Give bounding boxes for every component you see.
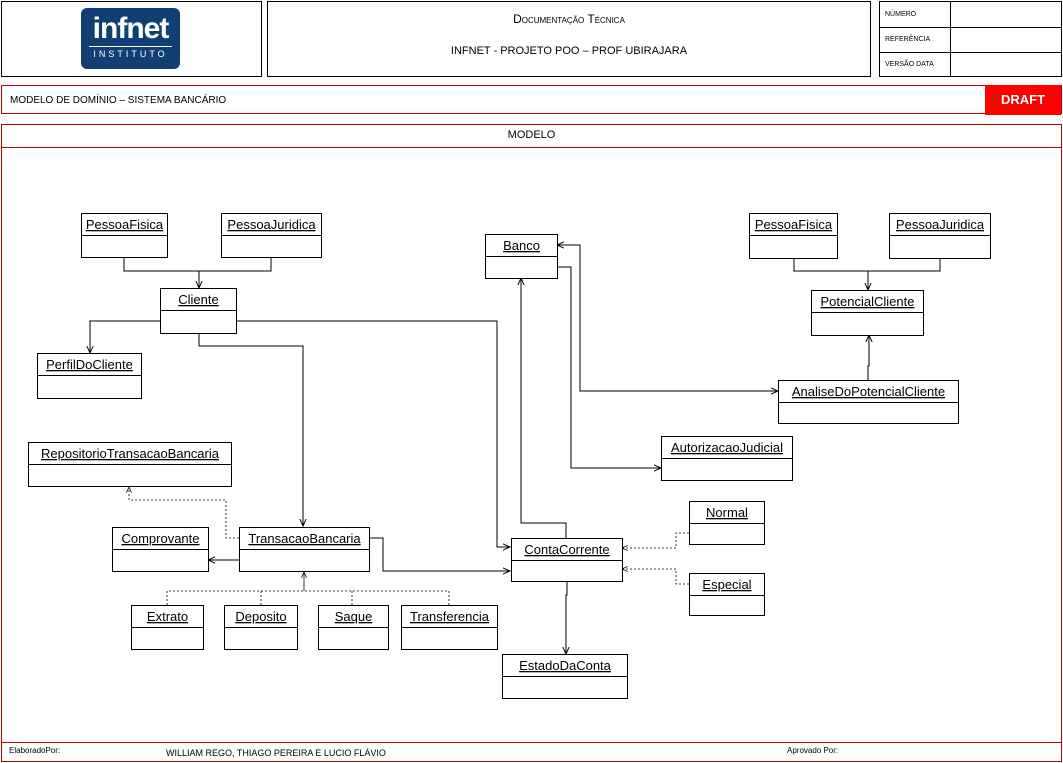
meta-value-field bbox=[950, 2, 1062, 27]
footer-divider bbox=[1, 742, 1062, 743]
banco-analise-line bbox=[557, 245, 778, 391]
class-name-label: Transferencia bbox=[410, 609, 490, 624]
doc-title: Documentação Técnica bbox=[513, 12, 625, 26]
class-name-label: RepositorioTransacaoBancaria bbox=[41, 446, 220, 461]
pj1-to-cliente-line bbox=[199, 257, 272, 272]
class-autorizacao: AutorizacaoJudicial bbox=[661, 436, 793, 481]
class-pf2: PessoaFisica bbox=[749, 213, 838, 259]
approved-by-label: Aprovado Por: bbox=[787, 746, 839, 755]
cliente-to-transacao-line bbox=[198, 333, 303, 526]
class-deposito: Deposito bbox=[224, 605, 298, 650]
meta-panel bbox=[879, 1, 1062, 77]
pj2-to-potencial-line bbox=[868, 258, 941, 272]
class-name-label: Extrato bbox=[147, 609, 188, 624]
subtitle-text: MODELO DE DOMÍNIO – SISTEMA BANCÁRIO bbox=[10, 95, 227, 106]
extrato-to-transacao-line bbox=[166, 590, 304, 605]
project-title: INFNET - PROJETO POO – PROF UBIRAJARA bbox=[450, 45, 688, 57]
class-name-label: Normal bbox=[706, 505, 748, 520]
class-cliente: Cliente bbox=[160, 288, 237, 334]
logo-panel bbox=[1, 1, 262, 77]
model-header-divider bbox=[1, 147, 1062, 148]
class-box bbox=[689, 573, 765, 616]
banco-autorizacao-line bbox=[557, 266, 661, 468]
meta-value-field bbox=[950, 52, 1062, 77]
pf2-to-potencial-line bbox=[793, 258, 868, 290]
class-transacao: TransacaoBancaria bbox=[239, 527, 370, 572]
class-normal: Normal bbox=[689, 501, 765, 545]
pf1-to-cliente-line bbox=[123, 257, 199, 288]
logo-sub-text: INSTITUTO bbox=[89, 46, 172, 59]
conta-to-estado-line bbox=[566, 581, 567, 654]
transacao-to-repositorio-line bbox=[129, 487, 239, 539]
class-name-label: PerfilDoCliente bbox=[46, 357, 133, 372]
section-title: MODELO bbox=[507, 129, 556, 141]
especial-to-conta-line bbox=[622, 569, 689, 585]
analise-to-potencial-line bbox=[868, 335, 869, 380]
class-transferencia: Transferencia bbox=[401, 605, 498, 650]
class-extrato: Extrato bbox=[131, 605, 204, 650]
class-name-label: ContaCorrente bbox=[524, 542, 609, 557]
draft-badge: DRAFT bbox=[985, 85, 1061, 115]
class-perfil: PerfilDoCliente bbox=[37, 353, 142, 399]
class-name-label: PessoaJuridica bbox=[896, 217, 985, 232]
class-boxes: PessoaFisica PessoaJuridicaClientePerfilD… bbox=[28, 213, 991, 699]
class-name-label: Saque bbox=[335, 609, 373, 624]
authors-text: WILLIAM REGO, THIAGO PEREIRA E LUCIO FLÁ… bbox=[166, 748, 386, 758]
class-conta: ContaCorrente bbox=[511, 538, 623, 582]
meta-label: NÚMERO bbox=[885, 11, 917, 18]
class-name-label: AnaliseDoPotencialCliente bbox=[792, 384, 945, 399]
normal-to-conta-line bbox=[622, 532, 689, 548]
class-pj2: PessoaJuridica bbox=[889, 213, 991, 259]
meta-row-version: VERSÃO DATA bbox=[880, 52, 1061, 77]
class-banco: Banco bbox=[485, 234, 558, 279]
model-frame bbox=[1, 124, 1062, 762]
class-name-label: Banco bbox=[503, 238, 540, 253]
class-name-label: TransacaoBancaria bbox=[248, 531, 361, 546]
conta-to-banco-line bbox=[521, 278, 567, 538]
meta-label: REFERÊNCIA bbox=[885, 36, 931, 43]
class-pj1: PessoaJuridica bbox=[221, 213, 322, 258]
logo-main-text: infnet bbox=[92, 12, 170, 45]
class-name-label: EstadoDaConta bbox=[519, 658, 612, 673]
class-potencial: PotencialCliente bbox=[811, 290, 924, 336]
meta-value-field bbox=[950, 27, 1062, 52]
class-repositorio: RepositorioTransacaoBancaria bbox=[28, 442, 232, 487]
class-name-label: PotencialCliente bbox=[821, 294, 915, 309]
class-name-label: AutorizacaoJudicial bbox=[671, 440, 783, 455]
class-comprovante: Comprovante bbox=[112, 527, 209, 572]
class-pf1: PessoaFisica bbox=[81, 213, 168, 258]
transacao-to-conta-line bbox=[369, 537, 510, 571]
meta-row-reference: REFERÊNCIA bbox=[880, 27, 1061, 53]
meta-label: VERSÃO DATA bbox=[885, 61, 934, 68]
dependency-lines bbox=[129, 487, 689, 605]
subtitle-bar bbox=[1, 85, 1062, 114]
title-panel bbox=[267, 1, 871, 77]
cliente-to-conta-line bbox=[236, 320, 510, 547]
prepared-by-label: ElaboradoPor: bbox=[9, 746, 61, 755]
class-name-label: Comprovante bbox=[121, 531, 199, 546]
infnet-logo: infnet INSTITUTO bbox=[81, 8, 180, 69]
association-lines bbox=[90, 245, 941, 654]
class-name-label: Deposito bbox=[235, 609, 286, 624]
class-saque: Saque bbox=[318, 605, 389, 650]
cliente-to-perfil-line bbox=[90, 320, 160, 353]
class-estado: EstadoDaConta bbox=[502, 654, 628, 699]
class-name-label: PessoaFisica bbox=[86, 217, 164, 232]
class-especial: Especial bbox=[689, 573, 765, 616]
class-name-label: Cliente bbox=[178, 292, 218, 307]
meta-row-number: NÚMERO bbox=[880, 2, 1061, 28]
class-name-label: PessoaJuridica bbox=[227, 217, 316, 232]
transferencia-to-transacao-line bbox=[304, 590, 450, 605]
class-analise: AnaliseDoPotencialCliente bbox=[778, 380, 959, 424]
class-name-label: PessoaFisica bbox=[755, 217, 833, 232]
class-name-label: Especial bbox=[702, 577, 751, 592]
